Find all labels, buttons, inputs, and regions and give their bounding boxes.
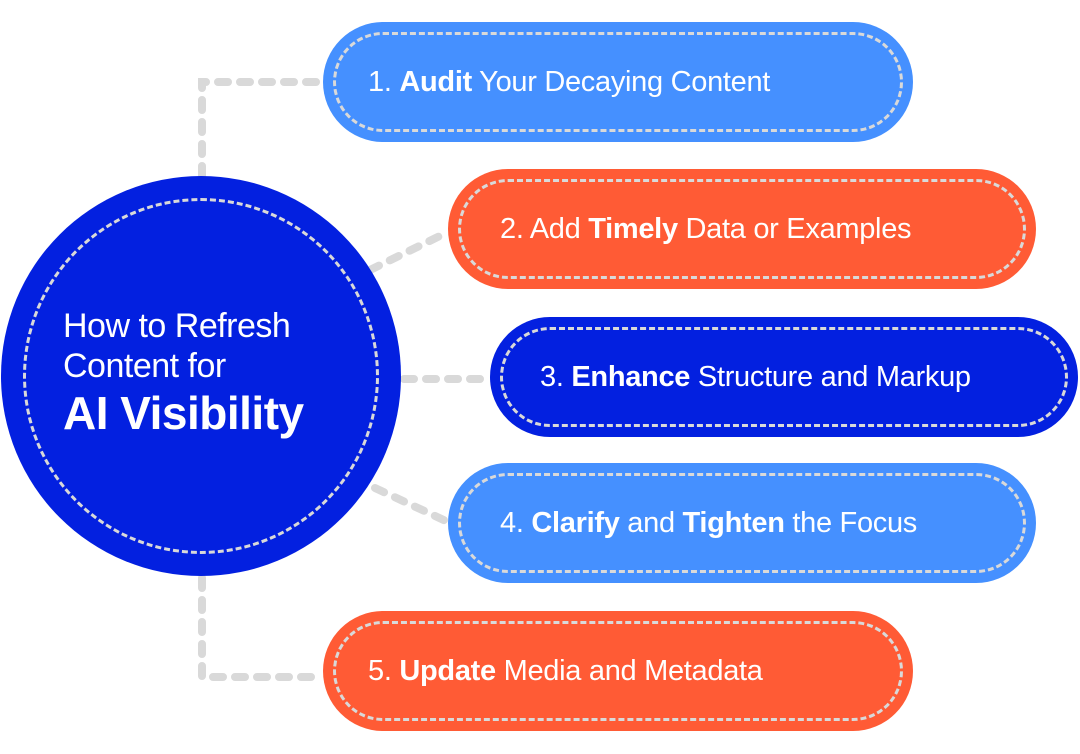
hub-title-line-1: How to Refresh xyxy=(63,307,291,345)
connector-step-5 xyxy=(198,574,327,681)
step-1-pill[interactable]: 1. Audit Your Decaying Content xyxy=(323,22,913,142)
hub-dashed-ring xyxy=(23,198,379,554)
connector-step-1 xyxy=(198,78,327,180)
step-2-label: 2. Add Timely Data or Examples xyxy=(500,212,912,245)
hub-title: How to Refresh Content for AI Visibility xyxy=(63,306,304,438)
step-1-label: 1. Audit Your Decaying Content xyxy=(368,65,771,98)
step-5-pill[interactable]: 5. Update Media and Metadata xyxy=(323,611,913,731)
step-4-label: 4. Clarify and Tighten the Focus xyxy=(500,506,918,539)
step-4-pill[interactable]: 4. Clarify and Tighten the Focus xyxy=(448,463,1036,583)
step-5-label: 5. Update Media and Metadata xyxy=(368,654,763,687)
connector-step-4 xyxy=(371,484,452,526)
connector-step-2 xyxy=(366,228,452,274)
hub-title-line-3: AI Visibility xyxy=(63,387,304,439)
step-2-pill[interactable]: 2. Add Timely Data or Examples xyxy=(448,169,1036,289)
step-3-pill[interactable]: 3. Enhance Structure and Markup xyxy=(490,317,1078,437)
step-3-label: 3. Enhance Structure and Markup xyxy=(540,360,971,393)
hub-circle: How to Refresh Content for AI Visibility xyxy=(1,176,401,576)
hub-title-line-2: Content for xyxy=(63,347,226,385)
